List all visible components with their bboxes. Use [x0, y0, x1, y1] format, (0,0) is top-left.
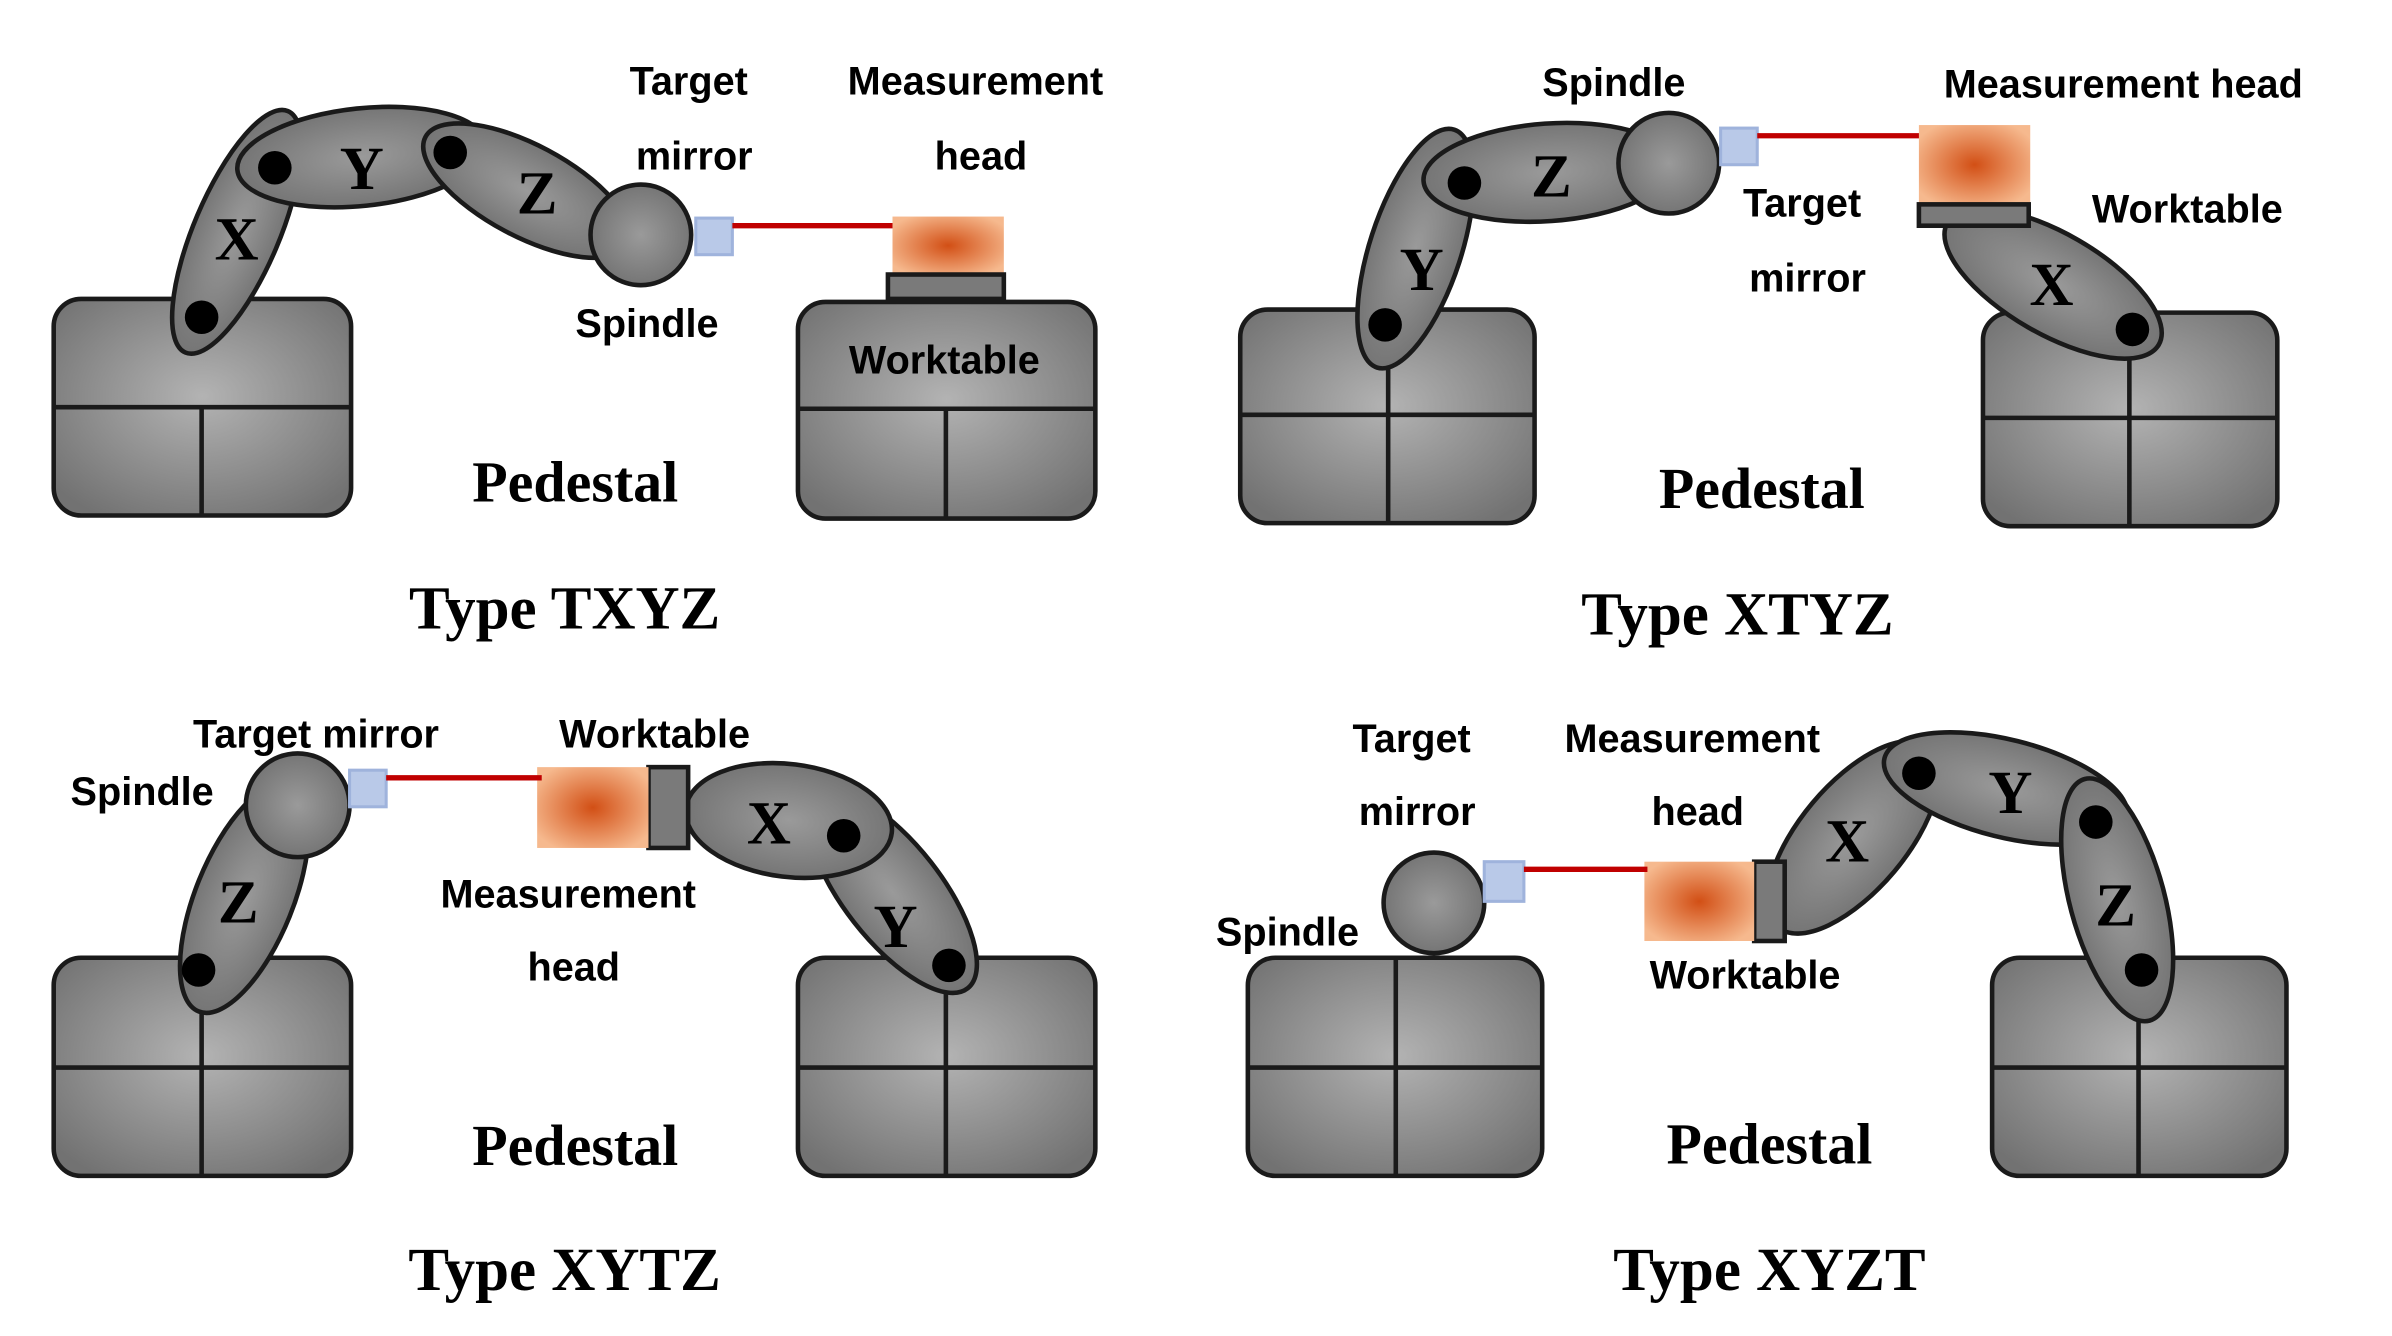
segment-label-y: Y	[874, 894, 918, 961]
pedestal-label: Pedestal	[472, 1113, 678, 1178]
worktable-label: Worktable	[2092, 188, 2283, 232]
joint-dot	[2124, 953, 2159, 987]
worktable-plate	[1916, 202, 2031, 229]
type-label: Type XYTZ	[408, 1237, 720, 1304]
spindle-ball	[588, 182, 694, 288]
target-mirror-label: Target mirror	[1743, 182, 1872, 301]
target-mirror-block	[348, 768, 388, 809]
segment-label-y: Y	[1988, 760, 2032, 827]
measurement-head-block	[892, 216, 1004, 275]
pedestal-left	[51, 955, 354, 1179]
panel-xyzt: X Y Z Target mirror Measurement head Spi…	[1216, 717, 2289, 1304]
spindle-label: Spindle	[575, 302, 718, 346]
target-mirror-label: Target mirror	[1353, 717, 1482, 834]
spindle-ball	[1616, 110, 1722, 216]
joint-dot	[1368, 308, 1402, 342]
joint-dot	[184, 300, 219, 334]
target-mirror-block	[1482, 860, 1526, 903]
measurement-head-block	[1644, 861, 1755, 941]
joint-dot	[1447, 166, 1482, 200]
type-label: Type XTYZ	[1581, 581, 1893, 648]
segment-label-x: X	[215, 206, 259, 273]
spindle-label: Spindle	[1216, 911, 1359, 955]
measurement-head-label: Measurement head	[1564, 717, 1831, 834]
panel-txyz: X Y Z Target mirror Measurement head Spi…	[51, 60, 1115, 642]
spindle-label: Spindle	[71, 770, 214, 814]
segment-label-z: Z	[517, 161, 558, 228]
spindle-ball	[1381, 850, 1487, 956]
panel-xtyz: Y Z X Spindle Measurement head Target mi…	[1237, 61, 2303, 648]
segment-label-x: X	[747, 790, 791, 857]
measurement-head-label: Measurement head	[1944, 63, 2303, 107]
measurement-head-label: Measurement head	[848, 60, 1115, 179]
worktable-plate	[885, 272, 1007, 302]
type-label: Type TXYZ	[409, 575, 720, 642]
pedestal-label: Pedestal	[1659, 456, 1865, 521]
spindle-label: Spindle	[1542, 61, 1685, 105]
joint-dot	[181, 953, 216, 987]
segment-label-y: Y	[340, 136, 384, 203]
worktable-label: Worktable	[849, 339, 1040, 383]
target-mirror-label: Target mirror	[630, 60, 759, 179]
spindle-ball	[243, 751, 352, 860]
measurement-head-label: Measurement head	[440, 872, 707, 989]
measurement-head-block	[1918, 125, 2031, 205]
segment-label-y: Y	[1400, 237, 1444, 304]
joint-dot	[433, 135, 467, 170]
pedestal-label: Pedestal	[472, 450, 678, 515]
joint-dot	[2115, 312, 2150, 347]
measurement-head-block	[537, 767, 649, 848]
worktable-plate	[1751, 859, 1787, 944]
joint-dot	[2079, 805, 2113, 839]
target-mirror-block	[694, 216, 734, 257]
target-mirror-label: Target mirror	[193, 712, 439, 756]
segment-label-x: X	[2030, 252, 2074, 319]
type-label: Type XYZT	[1613, 1237, 1925, 1304]
worktable-label: Worktable	[559, 712, 750, 756]
joint-dot	[826, 818, 861, 853]
segment-label-z: Z	[2095, 873, 2136, 940]
worktable-plate	[646, 764, 691, 851]
segment-label-z: Z	[218, 870, 259, 937]
panel-xytz: Z X Y Target mirror Worktable Spindle Me…	[51, 712, 1098, 1304]
pedestal-right	[1989, 955, 2289, 1179]
segment-label-z: Z	[1531, 144, 1572, 211]
joint-dot	[1902, 756, 1936, 791]
pedestal-right	[795, 299, 1098, 521]
joint-dot	[258, 150, 292, 185]
pedestal-left	[1245, 955, 1545, 1179]
worktable-label: Worktable	[1650, 953, 1841, 997]
pedestal-label: Pedestal	[1666, 1112, 1872, 1177]
segment-label-x: X	[1825, 809, 1869, 876]
joint-dot	[932, 948, 966, 983]
target-mirror-block	[1719, 126, 1759, 167]
